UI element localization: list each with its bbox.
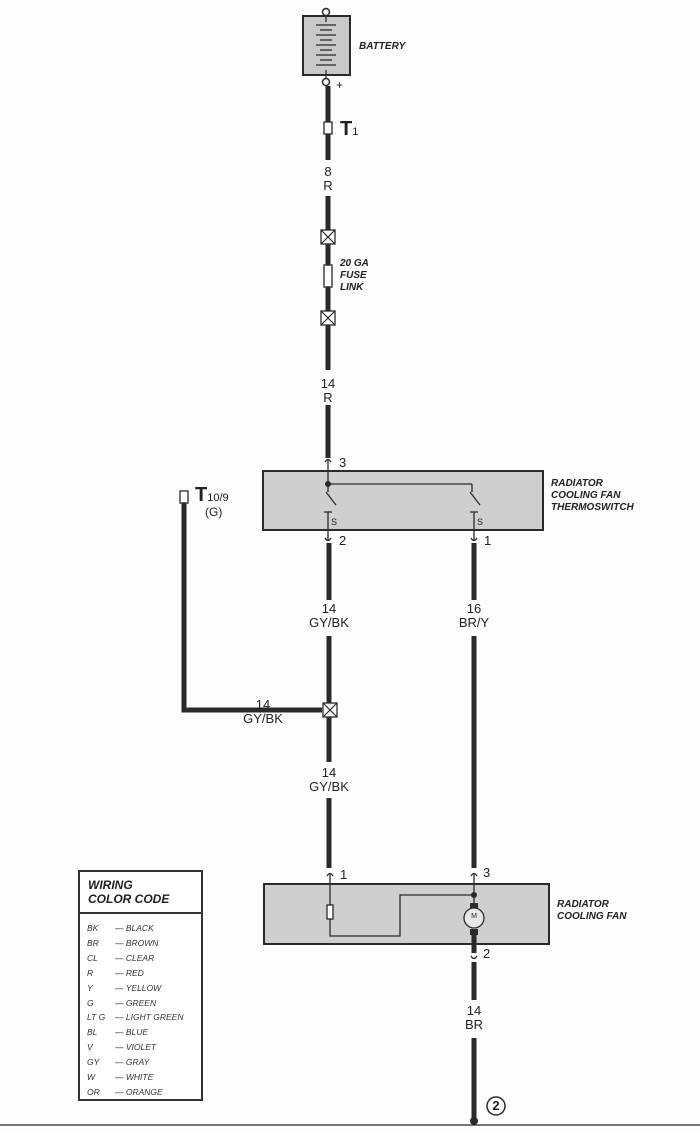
motor-label: M bbox=[471, 913, 477, 920]
legend-code: BK bbox=[87, 923, 99, 933]
legend-code: GY bbox=[87, 1057, 100, 1068]
ground-circle bbox=[486, 1096, 506, 1116]
legend-color-name: — WHITE bbox=[115, 1072, 154, 1083]
legend-code: V bbox=[87, 1042, 93, 1053]
switch-label: S bbox=[477, 517, 484, 527]
fan-box bbox=[263, 883, 550, 945]
legend-item: W — WHITE bbox=[80, 1070, 201, 1085]
legend-item: V — VIOLET bbox=[80, 1040, 201, 1055]
legend-color-name: — GRAY bbox=[115, 1057, 150, 1068]
pin-label: 2 bbox=[483, 946, 491, 961]
t10-note: (G) bbox=[205, 505, 223, 519]
legend-code: OR bbox=[87, 1086, 100, 1097]
pin-label: 2 bbox=[339, 533, 347, 548]
legend-item: BK — BLACK bbox=[80, 921, 201, 936]
legend-code: LT G bbox=[87, 1012, 106, 1023]
legend-item: LT G — LIGHT GREEN bbox=[80, 1010, 201, 1025]
legend-color-name: — BROWN bbox=[115, 937, 159, 948]
legend-color-name: — CLEAR bbox=[115, 952, 155, 963]
legend-item: Y — YELLOW bbox=[80, 981, 201, 996]
connector-t10-icon bbox=[179, 490, 189, 504]
legend-color-name: — LIGHT GREEN bbox=[115, 1012, 184, 1023]
legend-color-name: — BLACK bbox=[115, 923, 154, 933]
legend-code: Y bbox=[87, 982, 93, 993]
legend-code: R bbox=[87, 967, 94, 978]
legend-code: CL bbox=[87, 952, 98, 963]
legend-item: OR — ORANGE bbox=[80, 1085, 201, 1100]
battery-cells bbox=[316, 16, 336, 78]
battery-label: BATTERY bbox=[359, 41, 406, 52]
legend-code: BL bbox=[87, 1027, 98, 1038]
pin-label: 3 bbox=[483, 865, 491, 880]
legend-color-name: — VIOLET bbox=[115, 1042, 157, 1053]
ground-label: 2 bbox=[492, 1098, 500, 1113]
legend-item: GY — GRAY bbox=[80, 1055, 201, 1070]
connector-t1-icon bbox=[323, 121, 333, 135]
legend-color-name: — ORANGE bbox=[115, 1086, 163, 1097]
legend-item: R — RED bbox=[80, 966, 201, 981]
legend-color-name: — BLUE bbox=[115, 1027, 149, 1038]
legend-item: G — GREEN bbox=[80, 996, 201, 1011]
t1-label: T1 bbox=[340, 118, 359, 140]
legend-item: BR — BROWN bbox=[80, 936, 201, 951]
legend-item: BL — BLUE bbox=[80, 1025, 201, 1040]
legend-color-name: — YELLOW bbox=[115, 982, 162, 993]
legend-code: W bbox=[87, 1072, 96, 1083]
legend-color-name: — GREEN bbox=[115, 997, 157, 1008]
fuse-link-icon bbox=[323, 264, 333, 288]
pin-label: 1 bbox=[484, 533, 492, 548]
pin-label: 3 bbox=[339, 455, 347, 470]
legend-code: G bbox=[87, 997, 94, 1008]
thermoswitch-box bbox=[262, 470, 544, 531]
switch-label: S bbox=[331, 517, 338, 527]
motor-icon bbox=[463, 907, 485, 929]
legend-color-name: — RED bbox=[115, 967, 144, 978]
battery-plus: + bbox=[336, 78, 344, 92]
pin-label: 1 bbox=[340, 867, 348, 882]
resistor-icon bbox=[326, 904, 334, 920]
legend-code: BR bbox=[87, 937, 99, 948]
t10-label: T10/9 bbox=[195, 484, 229, 506]
legend-item: CL — CLEAR bbox=[80, 951, 201, 966]
